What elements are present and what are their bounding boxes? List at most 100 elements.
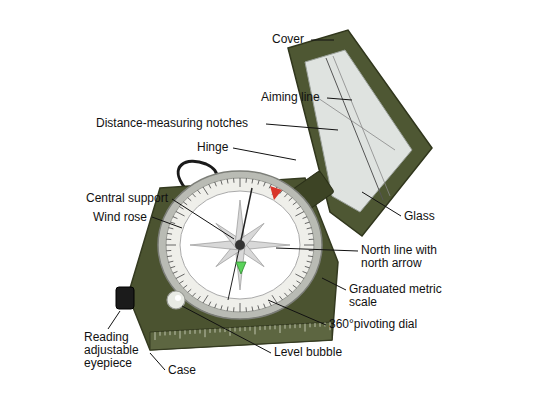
ruler-tick [185, 330, 186, 334]
part-label: 360°pivoting dial [329, 318, 417, 331]
dial-ticks [166, 178, 314, 312]
dial-tick [251, 307, 253, 311]
dial-tick [304, 245, 314, 246]
bubble [175, 295, 181, 301]
dial-tick [246, 178, 247, 182]
dial-tick [280, 296, 283, 300]
dial-tick [293, 285, 297, 288]
dial-tick [240, 178, 241, 187]
dial-tick [307, 228, 312, 229]
ruler-tick [265, 326, 266, 330]
dial-tick [203, 187, 208, 195]
leader-line [152, 217, 182, 228]
ruler-tick [240, 327, 241, 331]
dial-tick [183, 202, 187, 205]
dial-tick [209, 184, 211, 188]
ruler-tick [305, 324, 306, 332]
dial-tick [221, 305, 222, 309]
part-label: North line with north arrow [361, 244, 461, 270]
ruler-tick [165, 331, 166, 335]
dial-tick [169, 261, 174, 262]
ruler-tick [160, 332, 161, 336]
ruler-tick [170, 331, 171, 335]
ruler-tick [315, 323, 316, 327]
ruler-tick [310, 323, 311, 327]
dial-tick [269, 302, 271, 306]
dial-tick [308, 233, 313, 235]
dial-tick [198, 190, 201, 194]
dial-tick [303, 217, 308, 219]
dial-tick [215, 182, 217, 186]
leader-line [268, 300, 326, 325]
leader-line [172, 199, 234, 239]
dial-tick [264, 182, 266, 186]
dial-tick [264, 304, 266, 308]
part-label: Case [168, 364, 196, 377]
dial-tick [183, 285, 187, 288]
dial-tick [169, 228, 174, 229]
ruler-tick [270, 326, 271, 330]
dial-tick [215, 304, 217, 308]
dial-tick [176, 274, 185, 279]
leader-line [276, 248, 358, 251]
dial-tick [198, 296, 201, 300]
ruler-tick [260, 326, 261, 330]
eyepiece [116, 287, 134, 309]
part-label: Hinge [197, 141, 228, 154]
leader-line [150, 353, 165, 370]
dial-ring [166, 178, 314, 312]
dial-tick [307, 261, 312, 262]
dial-tick [188, 289, 192, 292]
dial-tick [309, 250, 314, 251]
dial-tick [166, 245, 176, 246]
dial-tick [289, 198, 293, 201]
dial-tick [227, 307, 229, 311]
dial-tick [297, 281, 301, 284]
leader-line [327, 98, 352, 100]
ruler-tick [275, 325, 276, 329]
ruler-tick [200, 329, 201, 333]
leader-line [233, 148, 296, 160]
wind-rose [180, 191, 300, 299]
dial-tick [167, 233, 172, 235]
part-label: Central support [86, 192, 168, 205]
leader-line [108, 311, 120, 329]
dial-tick [251, 179, 253, 183]
dial-tick [188, 198, 192, 201]
ruler-tick [220, 328, 221, 332]
dial-tick [297, 207, 301, 210]
dial-bezel [158, 171, 322, 319]
dial-tick [258, 305, 259, 309]
dial-tick [309, 239, 314, 240]
north-line [240, 188, 252, 245]
dial-tick [293, 202, 297, 205]
dial-tick [303, 271, 308, 273]
luminous-mark [236, 262, 246, 274]
ruler-tick [300, 324, 301, 328]
dial-tick [227, 179, 229, 183]
ruler-tick [290, 324, 291, 328]
part-label: Graduated metric scale [349, 283, 454, 309]
ruler-tick [175, 331, 176, 335]
south-line [228, 245, 240, 300]
ruler-tick [190, 330, 191, 334]
dial-tick [209, 302, 211, 306]
ruler-tick [205, 329, 206, 337]
dial-tick [305, 222, 310, 224]
dial-tick [192, 293, 195, 296]
leader-line [362, 192, 401, 216]
part-label: Aiming line [261, 91, 320, 104]
glass-hairline [315, 96, 395, 150]
dial-tick [221, 180, 222, 184]
dial-tick [295, 212, 304, 217]
ruler-ticks [155, 322, 330, 340]
ruler-tick [320, 323, 321, 327]
dial-tick [295, 274, 304, 279]
dial-tick [170, 222, 175, 224]
ruler-tick [285, 325, 286, 329]
ruler-tick [155, 332, 156, 340]
ruler-tick [250, 327, 251, 331]
dial-tick [233, 307, 234, 311]
